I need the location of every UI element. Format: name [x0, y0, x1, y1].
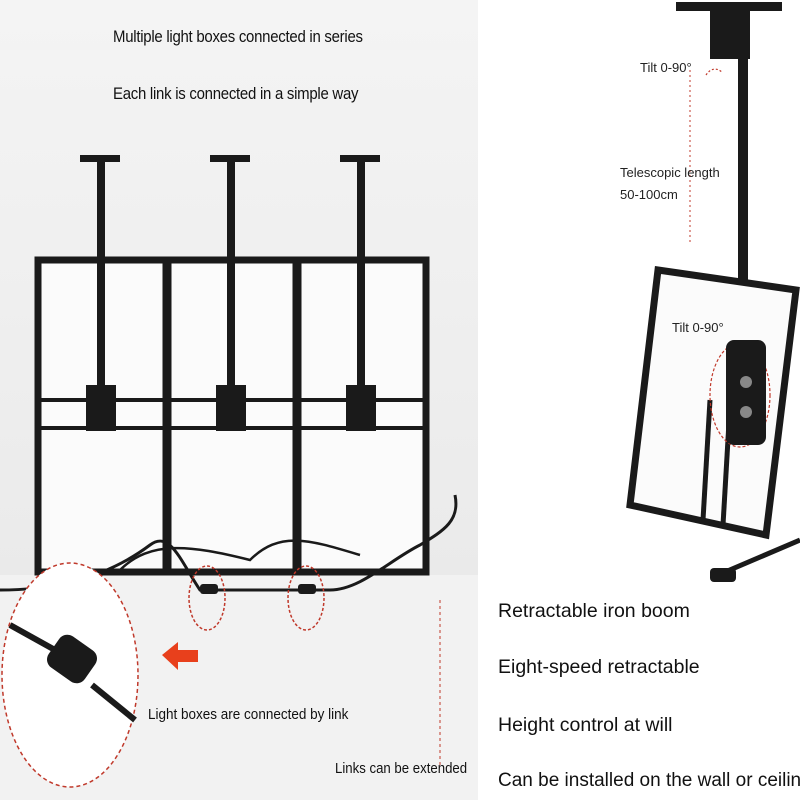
bracket-detail-photo: Tilt 0-90° Telescopic length 50-100cm Ti… — [618, 0, 800, 588]
connector-highlight-1 — [188, 565, 226, 631]
light-box-2 — [164, 155, 300, 576]
tilt-top-label: Tilt 0-90° — [640, 60, 692, 75]
light-box-series-photo: Multiple light boxes connected in series… — [0, 0, 478, 800]
connector-zoom-circle — [1, 562, 139, 788]
feature-eight-speed: Eight-speed retractable — [498, 656, 700, 678]
caption-series: Multiple light boxes connected in series — [113, 27, 363, 46]
caption-extended: Links can be extended — [335, 760, 468, 777]
tilt-bottom-label: Tilt 0-90° — [672, 320, 724, 335]
telescopic-length-label: Telescopic length — [620, 165, 720, 180]
feature-height-control: Height control at will — [498, 714, 673, 736]
feature-wall-ceiling: Can be installed on the wall or ceiling — [498, 770, 800, 791]
caption-link: Each link is connected in a simple way — [113, 84, 359, 103]
light-box-1 — [34, 155, 170, 576]
arrow-left-icon — [162, 642, 198, 670]
caption-connected: Light boxes are connected by link — [148, 706, 349, 723]
light-box-series-illustration — [0, 155, 478, 800]
feature-retractable-boom: Retractable iron boom — [498, 600, 690, 622]
bracket-detail-illustration — [626, 2, 800, 582]
light-box-3 — [294, 155, 430, 576]
telescopic-range-label: 50-100cm — [620, 187, 678, 202]
connector-highlight-2 — [287, 565, 325, 631]
